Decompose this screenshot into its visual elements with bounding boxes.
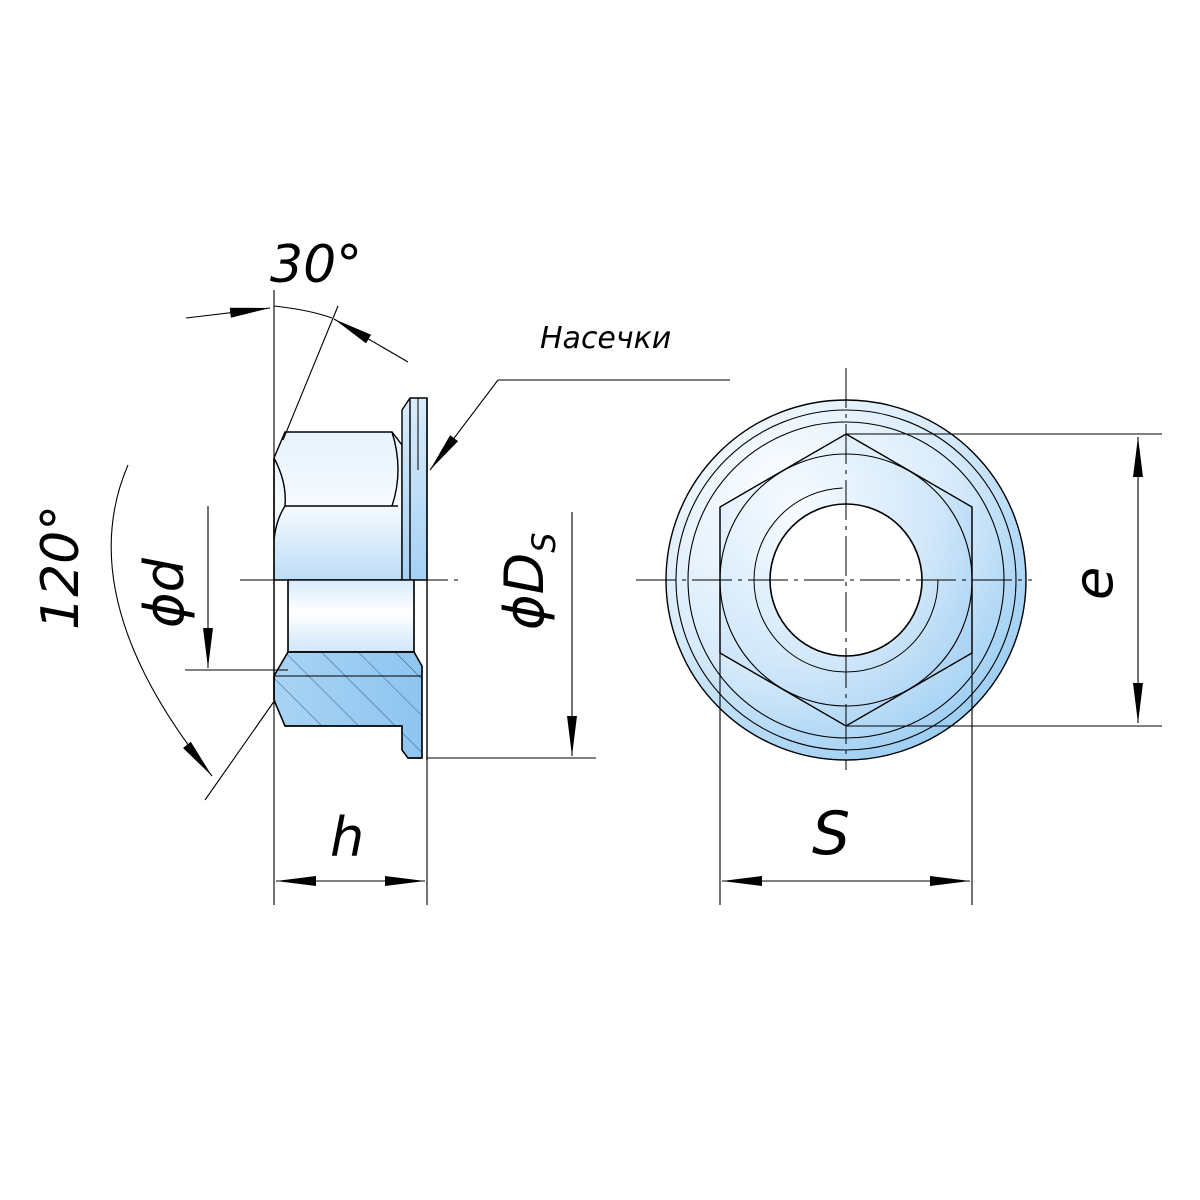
- bore-diameter-dimension: [185, 506, 288, 671]
- bore-diameter-label: ϕd: [133, 557, 196, 628]
- across-flats-label: S: [812, 799, 850, 869]
- height-label: h: [330, 806, 364, 869]
- flange-diameter-dimension: [427, 512, 596, 759]
- angle-120-dimension: [110, 464, 276, 801]
- knurl-note-label: Насечки: [540, 321, 671, 356]
- side-view: [273, 397, 428, 760]
- angle-120-label: 120°: [31, 505, 91, 630]
- across-flats-dimension: [719, 507, 973, 905]
- across-corners-label: e: [1062, 567, 1125, 600]
- flange-upper: [401, 397, 428, 581]
- height-dimension: [276, 760, 428, 905]
- front-center-lines: [636, 368, 1032, 770]
- angle-30-dimension: [185, 290, 409, 905]
- front-view: [665, 399, 1027, 761]
- flange-diameter-main: ϕD: [493, 553, 556, 630]
- flange-diameter-subscript: S: [525, 532, 563, 552]
- across-corners-dimension: [846, 433, 1162, 727]
- angle-30-label: 30°: [270, 235, 362, 295]
- bore-surface: [287, 579, 415, 653]
- knurl-leader: [429, 379, 730, 471]
- flange-diameter-label: ϕDS: [493, 532, 563, 630]
